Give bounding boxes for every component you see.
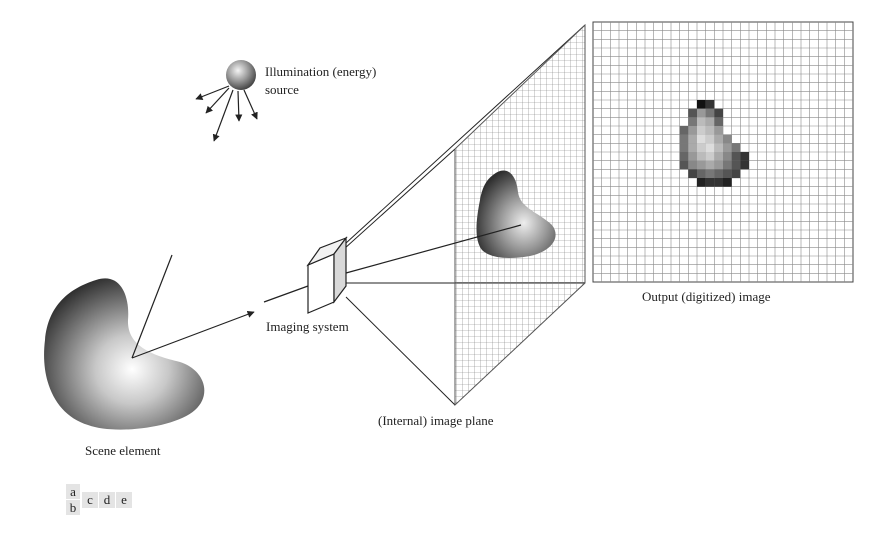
light-ray <box>212 89 234 142</box>
illumination-source <box>195 60 258 142</box>
digitized-pixel <box>705 169 715 178</box>
digitized-pixel <box>731 160 741 170</box>
ray-to-imaging-system <box>263 285 309 303</box>
digitized-pixel <box>679 152 689 161</box>
digitized-pixel <box>723 160 732 170</box>
digitized-pixel <box>705 134 715 144</box>
digitized-pixel <box>723 152 732 161</box>
light-ray <box>243 89 258 120</box>
digitized-pixel <box>714 134 723 144</box>
digitized-pixel <box>705 178 715 187</box>
digitized-pixel <box>697 134 706 144</box>
projected-scene-blob <box>476 170 556 258</box>
digitized-pixel <box>679 126 689 135</box>
digitized-pixel <box>688 117 697 126</box>
digitized-pixel <box>740 152 749 161</box>
imaging-system <box>306 236 348 314</box>
illumination-label-line2: source <box>265 82 299 97</box>
digitized-pixel <box>688 108 697 118</box>
digitized-pixel <box>688 160 697 170</box>
digitized-pixel <box>740 160 749 170</box>
digitized-pixel <box>705 152 715 161</box>
digitized-pixel <box>705 160 715 170</box>
light-source-sphere <box>226 60 256 90</box>
imaging-system-label: Imaging system <box>266 319 349 334</box>
digitized-pixel <box>688 126 697 135</box>
digitized-pixel <box>705 108 715 118</box>
digitized-pixel <box>697 117 706 126</box>
ray-to-image-plane <box>345 224 522 274</box>
digitized-pixel <box>679 160 689 170</box>
digitized-object-pixels <box>679 100 749 187</box>
digitized-pixel <box>723 134 732 144</box>
digitized-pixel <box>688 152 697 161</box>
light-ray <box>205 87 230 114</box>
reflected-ray <box>131 310 255 359</box>
scene-element <box>44 254 309 430</box>
digitized-pixel <box>679 143 689 152</box>
digitized-pixel <box>688 143 697 152</box>
internal-image-plane <box>345 23 586 407</box>
digitized-pixel <box>723 169 732 178</box>
digitized-pixel <box>705 117 715 126</box>
scene-normal-line <box>131 254 173 359</box>
digitized-pixel <box>705 126 715 135</box>
digitized-pixel <box>714 126 723 135</box>
digitized-pixel <box>714 169 723 178</box>
panel-key: a b c d e <box>66 484 138 516</box>
panel-key-a: a <box>66 484 80 499</box>
digitized-pixel <box>697 100 706 109</box>
digitized-pixel <box>705 143 715 152</box>
output-image-label: Output (digitized) image <box>642 289 771 304</box>
digitized-pixel <box>697 143 706 152</box>
digitized-pixel <box>714 178 723 187</box>
digitized-pixel <box>697 126 706 135</box>
digitized-pixel <box>697 160 706 170</box>
illumination-label-line1: Illumination (energy) <box>265 64 377 79</box>
panel-key-c: c <box>82 492 98 508</box>
digitized-pixel <box>697 178 706 187</box>
digitized-pixel <box>688 134 697 144</box>
digitized-pixel <box>688 169 697 178</box>
panel-key-d: d <box>99 492 115 508</box>
digitized-pixel <box>723 143 732 152</box>
digitized-pixel <box>705 100 715 109</box>
imaging-system-side <box>333 236 347 304</box>
digitized-pixel <box>731 143 741 152</box>
digitized-pixel <box>679 134 689 144</box>
digitized-pixel <box>714 108 723 118</box>
panel-key-e: e <box>116 492 132 508</box>
digitized-pixel <box>697 108 706 118</box>
digitized-pixel <box>697 169 706 178</box>
panel-key-b: b <box>66 500 80 515</box>
scene-element-label: Scene element <box>85 443 161 458</box>
digitized-pixel <box>714 143 723 152</box>
digitized-pixel <box>731 152 741 161</box>
digitized-pixel <box>714 117 723 126</box>
scene-element-shape <box>44 278 205 430</box>
digitized-pixel <box>723 178 732 187</box>
digitized-pixel <box>714 160 723 170</box>
digitized-pixel <box>714 152 723 161</box>
image-plane-label: (Internal) image plane <box>378 413 494 428</box>
digitized-pixel <box>697 152 706 161</box>
light-ray <box>195 85 230 100</box>
digitized-pixel <box>731 169 741 178</box>
output-digitized-image <box>592 21 854 283</box>
light-ray <box>235 90 243 122</box>
